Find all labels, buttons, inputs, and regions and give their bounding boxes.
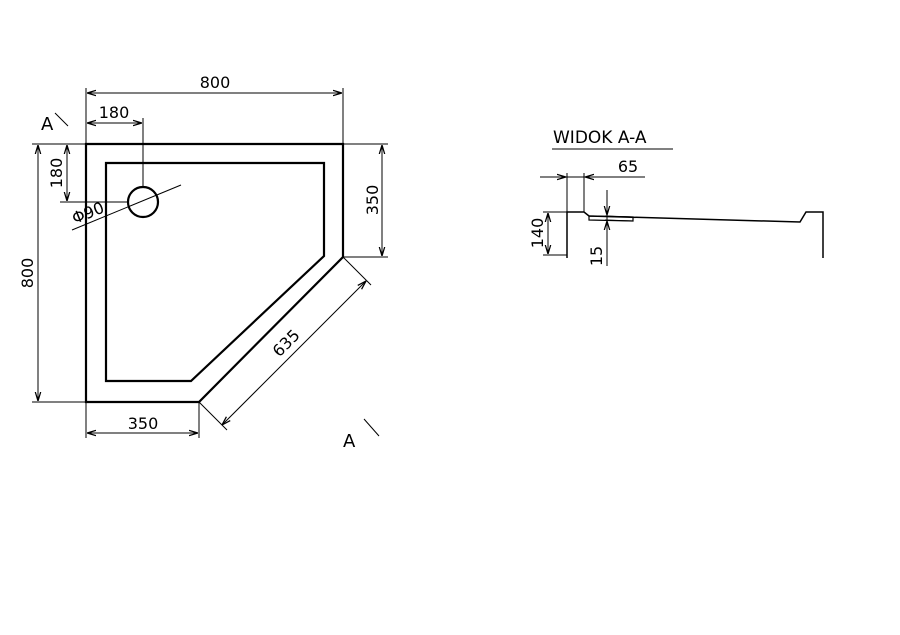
section-view: WIDOK A-A 65 140 15 xyxy=(528,128,824,266)
diagonal-dimension-label: 635 xyxy=(269,326,304,361)
thickness-dimension-label: 15 xyxy=(587,246,606,266)
section-profile xyxy=(566,211,824,258)
drain-circle xyxy=(126,185,160,219)
section-mark-top-tick xyxy=(54,112,69,127)
section-title: WIDOK A-A xyxy=(553,128,647,148)
height-dimension-label: 140 xyxy=(528,218,547,249)
diagonal-dimension-line xyxy=(222,281,366,425)
drain-diameter-leader xyxy=(71,184,182,231)
side-dimension-label: 350 xyxy=(363,185,382,216)
section-mark-top: A xyxy=(41,114,54,135)
bottom-dimension-label: 350 xyxy=(128,414,159,433)
section-mark-bottom: A xyxy=(343,431,356,452)
rim-dimension-label: 65 xyxy=(618,157,638,176)
drain-x-dimension-label: 180 xyxy=(99,103,130,122)
width-dimension-label: 800 xyxy=(200,73,231,92)
plan-view: 800 180 800 180 Φ90 350 350 635 A xyxy=(18,73,388,452)
section-mark-bottom-tick xyxy=(363,418,380,437)
drain-y-dimension-label: 180 xyxy=(47,158,66,189)
depth-dimension-label: 800 xyxy=(18,258,37,289)
